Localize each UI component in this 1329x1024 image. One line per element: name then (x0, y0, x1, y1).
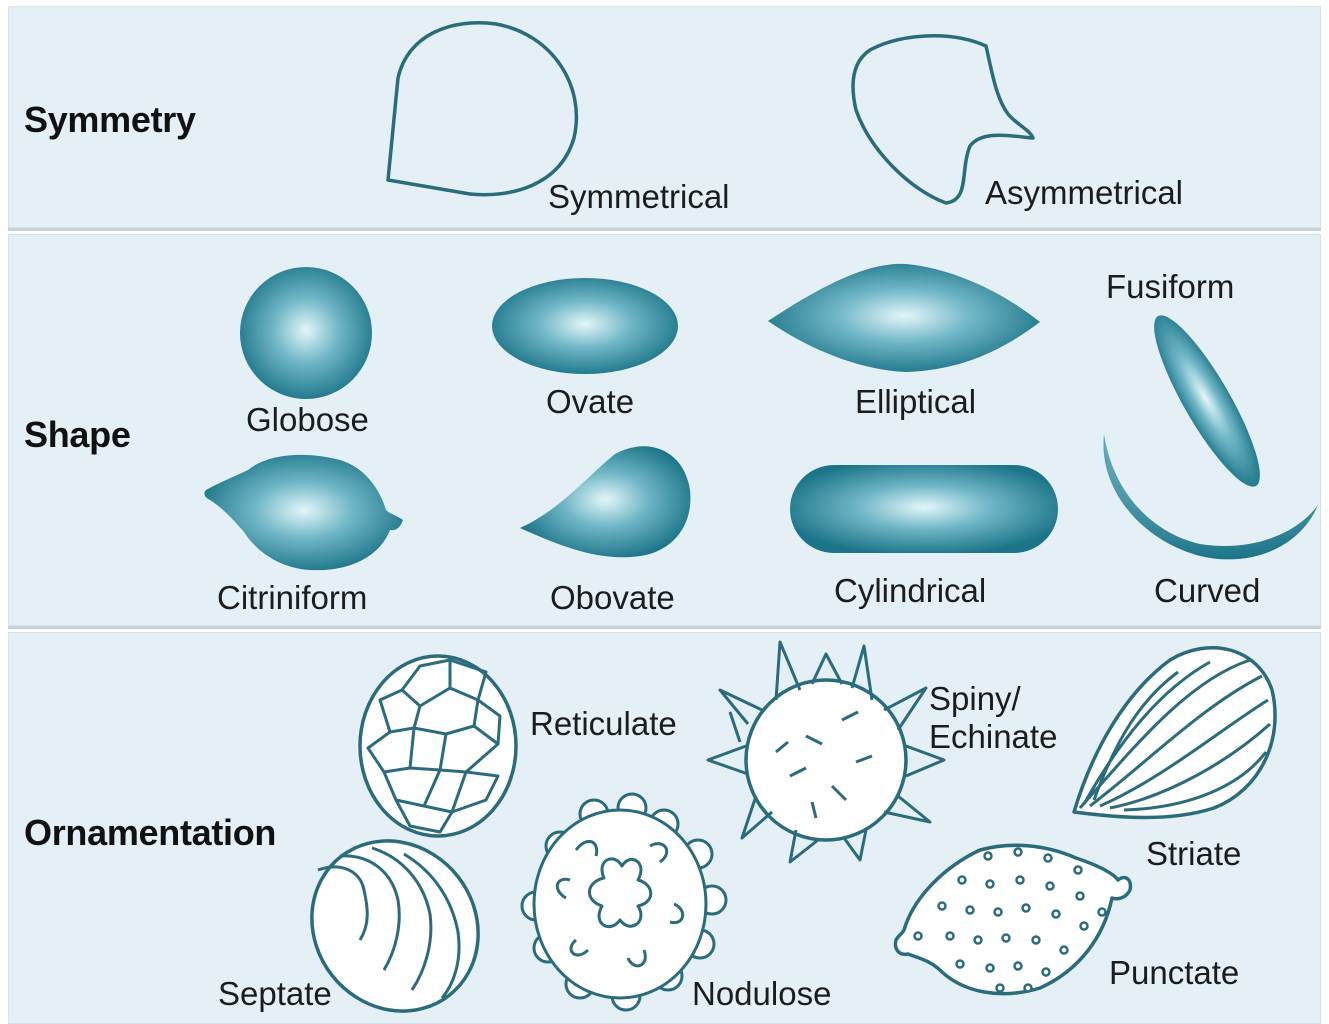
label-spiny: Spiny/ (929, 680, 1021, 717)
striate-spore (1074, 648, 1275, 818)
label-reticulate: Reticulate (530, 705, 677, 742)
label-obovate: Obovate (550, 579, 675, 616)
punctate-spore (896, 845, 1131, 993)
section-title-shape: Shape (24, 414, 131, 456)
globose-spore (240, 267, 372, 399)
symmetrical-outline (388, 23, 576, 195)
reticulate-spore (360, 656, 516, 836)
label-symmetrical: Symmetrical (548, 178, 730, 215)
label-echinate: Echinate (929, 718, 1057, 755)
label-nodulose: Nodulose (692, 975, 831, 1012)
label-curved: Curved (1154, 572, 1260, 609)
label-striate: Striate (1146, 835, 1241, 872)
fusiform-spore (1138, 305, 1276, 498)
citriniform-spore (204, 455, 403, 570)
label-cylindrical: Cylindrical (834, 572, 986, 609)
curved-spore (1103, 434, 1318, 559)
label-asymmetrical: Asymmetrical (985, 174, 1183, 211)
label-citriniform: Citriniform (217, 579, 367, 616)
label-globose: Globose (246, 401, 369, 438)
section-title-ornamentation: Ornamentation (24, 812, 276, 854)
label-fusiform: Fusiform (1106, 268, 1234, 305)
ovate-spore (492, 278, 678, 374)
label-punctate: Punctate (1109, 954, 1239, 991)
obovate-spore (520, 446, 690, 557)
label-elliptical: Elliptical (855, 383, 976, 420)
cylindrical-spore (790, 465, 1058, 553)
elliptical-spore (768, 264, 1040, 372)
section-title-symmetry: Symmetry (24, 99, 196, 141)
label-septate: Septate (218, 975, 332, 1012)
spiny-spore (708, 642, 944, 862)
label-ovate: Ovate (546, 383, 634, 420)
